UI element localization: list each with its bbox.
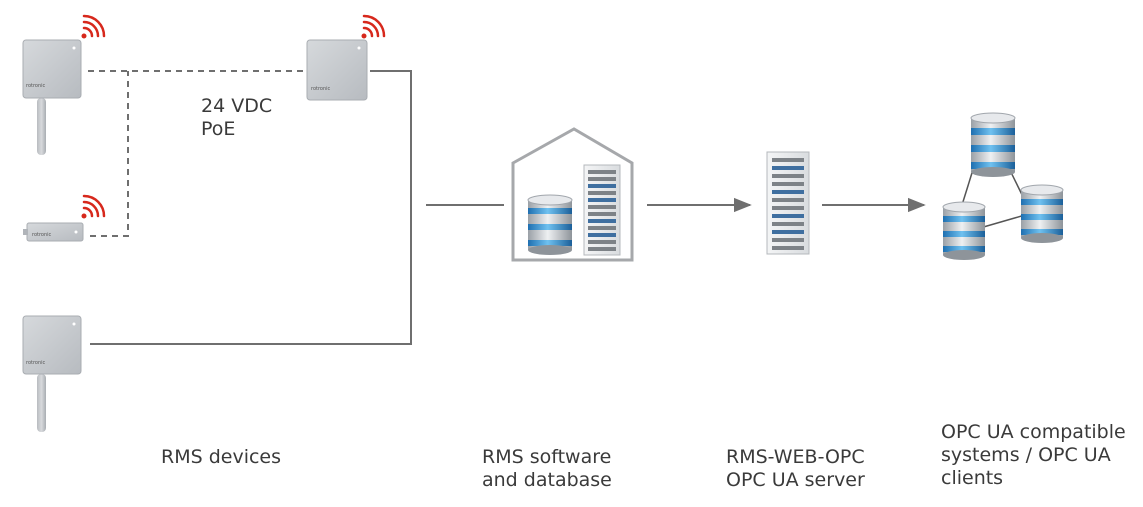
label-rms-web-opc-line2: OPC UA server: [726, 469, 865, 491]
power-label-line1: 24 VDC: [201, 95, 273, 117]
probe: [37, 374, 46, 432]
power-label: 24 VDC PoE: [201, 95, 272, 141]
label-rms-software-line1: RMS software: [482, 446, 612, 468]
dashed-link-device2-to-bus: [90, 71, 129, 237]
rms-logger-device-2: rotronic: [23, 194, 106, 242]
label-opc-ua-clients: OPC UA compatible systems / OPC UA clien…: [941, 421, 1126, 490]
opc-ua-clients-network: [942, 112, 1064, 260]
server-rack-icon: [583, 164, 621, 256]
opc-ua-server-rack-icon: [766, 151, 810, 255]
rms-gateway-device: rotronic: [306, 14, 386, 101]
rms-software-house: [511, 127, 634, 262]
status-led: [72, 322, 76, 326]
label-rms-devices: RMS devices: [161, 446, 281, 469]
client-database-icon-top: [970, 112, 1016, 177]
brand-logo: rotronic: [32, 232, 52, 238]
connections: [88, 70, 926, 345]
rms-logger-device-1: rotronic: [22, 14, 106, 155]
status-led: [74, 230, 78, 234]
brand-logo: rotronic: [26, 83, 46, 89]
brand-logo: rotronic: [26, 360, 46, 366]
logger-body: [22, 39, 82, 99]
label-rms-software: RMS software and database: [482, 446, 612, 492]
logger-body: [22, 315, 82, 375]
connector: [23, 229, 28, 235]
status-led: [357, 46, 361, 50]
wireless-signal-icon: [361, 14, 386, 39]
label-rms-web-opc-line1: RMS-WEB-OPC: [726, 446, 865, 468]
label-rms-devices-text: RMS devices: [161, 446, 282, 468]
status-led: [72, 46, 76, 50]
rms-logger-device-3: rotronic: [22, 315, 82, 432]
wireless-signal-icon: [81, 194, 106, 219]
label-opc-ua-clients-line3: clients: [941, 467, 1004, 489]
gateway-body: [306, 39, 368, 101]
label-rms-software-line2: and database: [482, 469, 612, 491]
client-database-icon-right: [1020, 184, 1064, 243]
client-database-icon-left: [942, 201, 986, 260]
label-rms-web-opc: RMS-WEB-OPC OPC UA server: [726, 446, 865, 492]
power-label-line2: PoE: [201, 118, 236, 140]
brand-logo: rotronic: [311, 86, 331, 92]
probe: [37, 98, 46, 155]
database-icon: [527, 194, 573, 255]
label-opc-ua-clients-line1: OPC UA compatible: [941, 421, 1126, 443]
gateway-uplink: [90, 70, 412, 345]
label-opc-ua-clients-line2: systems / OPC UA: [941, 444, 1111, 466]
wireless-signal-icon: [81, 14, 106, 39]
